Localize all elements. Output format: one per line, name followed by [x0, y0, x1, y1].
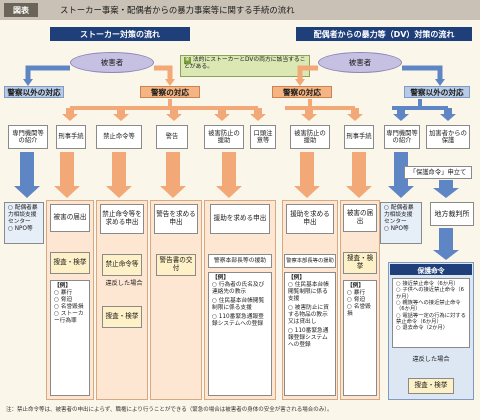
arrow-right-nonpolice	[402, 65, 443, 80]
lr-col2-head: 被害の届出	[343, 204, 377, 232]
right-agency-item-2: ○ NPO等	[384, 225, 409, 232]
lr-col1-sub: 警察本部長等の援助	[284, 254, 336, 268]
lr-col1-item: ○ 110番緊急通報登録システムへの登録	[288, 327, 329, 348]
left-agency-list: ○ 配偶者暴力相談支援センター ○ NPO等	[4, 202, 44, 244]
ll-col4-item: ○ 行為者の氏名及び連絡先の教示	[212, 281, 265, 295]
ll-col1-item: ○ 脅迫	[54, 296, 73, 303]
ll-col1-list-title: 【例】	[54, 283, 72, 289]
section-right-header: 配偶者からの暴力等（DV）対策の流れ	[296, 27, 472, 41]
left-criminal-procedure: 刑事手続	[56, 125, 86, 149]
ll-col3-sub: 警告書の交付	[156, 254, 196, 276]
lr-col2-item: ○ 暴行	[347, 289, 366, 296]
left-police-header: 警察の対応	[140, 86, 200, 98]
right-criminal-procedure: 刑事手続	[344, 125, 374, 149]
figure-title: ストーカー事案・配偶者からの暴力事案等に関する手続の流れ	[60, 5, 295, 15]
left-agency-item-1: ○ 配偶者暴力相談支援センター	[8, 205, 38, 225]
right-nonpolice-header: 警察以外の対応	[404, 86, 470, 98]
lr-col1-list-title: 【例】	[288, 275, 306, 281]
left-agency-referral: 専門機関等の紹介	[8, 125, 48, 149]
ll-col3-head: 警告を求める申出	[154, 204, 198, 234]
ll-col1-sub: 捜査・検挙	[50, 252, 90, 274]
left-assistance: 被害防止の援助	[204, 125, 244, 149]
right-agency-item-1: ○ 配偶者暴力相談支援センター	[384, 205, 414, 225]
ll-col4-list-title: 【例】	[212, 275, 230, 281]
po-item: ○ 接近禁止命令（6か月）	[396, 281, 459, 287]
ll-col4-item: ○ 110番緊急通報登録システムへの登録	[212, 313, 264, 327]
right-agency-list: ○ 配偶者暴力相談支援センター ○ NPO等	[380, 202, 422, 244]
lr-col2-list-title: 【例】	[347, 283, 365, 289]
victim-left: 被害者	[70, 52, 154, 73]
ll-col4-sub: 警察本部長等の援助	[208, 254, 272, 268]
left-prohibition-order: 禁止命令等	[96, 125, 142, 149]
district-court: 地方裁判所	[430, 202, 474, 226]
right-agency-referral: 専門機関等の紹介	[384, 125, 420, 149]
lr-col1-item: ○ 住民基本台帳閲覧制限に係る支援	[288, 281, 329, 302]
arrow-left-nonpolice	[25, 65, 70, 80]
ll-col2-sub2: 捜査・検挙	[102, 306, 142, 328]
ll-col1-list: 【例】 ○ 暴行 ○ 脅迫 ○ 名誉毀損 ○ ストーカー行為罪	[50, 280, 90, 396]
po-item: ○ 退去命令（2か月）	[396, 325, 449, 332]
figure-tag: 図表	[4, 3, 38, 17]
po-item: ○ 子供への接近禁止命令（6か月）	[396, 287, 464, 300]
note-mark: ※	[184, 57, 191, 64]
ll-col1-item: ○ 名誉毀損	[54, 303, 84, 310]
section-left-header: ストーカー対策の流れ	[50, 27, 190, 41]
lr-col3-cond: 違反した場合	[412, 356, 450, 363]
left-agency-item-2: ○ NPO等	[8, 225, 33, 232]
lr-col3-sub: 捜査・検挙	[408, 378, 454, 394]
lr-col1-item: ○ 被害防止に資する物品の教示又は貸出し	[288, 304, 329, 325]
right-protection-from-offender: 加害者からの保護	[426, 125, 470, 149]
center-note: ※法的にストーカーとDVの両方に該当することがある。	[180, 55, 310, 77]
ll-col1-head: 被害の届出	[50, 204, 90, 232]
left-verbal-caution: 口頭注意等	[250, 125, 276, 149]
protection-order-application: 「保護命令」申立て	[404, 166, 472, 179]
lr-col2-item: ○ 名誉毀損	[347, 303, 371, 317]
ll-col2-head: 禁止命令等を求める申出	[100, 204, 144, 234]
po-item: ○ 電話等一定の行為に対する禁止命令（6か月）	[396, 312, 466, 326]
lr-col1-list: 【例】 ○ 住民基本台帳閲覧制限に係る支援 ○ 被害防止に資する物品の教示又は貸…	[284, 272, 336, 396]
ll-col1-item: ○ ストーカー行為罪	[54, 310, 84, 324]
ll-col2-cond: 違反した場合	[105, 280, 143, 287]
ll-col4-item: ○ 住民基本台帳閲覧制限に係る支援	[212, 297, 265, 311]
left-warning: 警告	[156, 125, 188, 149]
note-text: 法的にストーカーとDVの両方に該当することがある。	[184, 57, 306, 70]
protection-order-title: 保護命令	[390, 264, 472, 275]
left-nonpolice-header: 警察以外の対応	[4, 86, 64, 98]
victim-right: 被害者	[318, 52, 402, 73]
arrow-left-police	[154, 65, 173, 80]
lr-col2-sub: 捜査・検挙	[343, 252, 377, 274]
lr-col1-head: 援助を求める申出	[286, 204, 334, 234]
lr-col2-list: 【例】 ○ 暴行 ○ 脅迫 ○ 名誉毀損	[343, 280, 377, 396]
footnote: 注：禁止命令等は、被害者の申出によらず、職権により行うことができる（緊急の場合は…	[6, 407, 333, 413]
protection-order-list: ○ 接近禁止命令（6か月） ○ 子供への接近禁止命令（6か月） ○ 親族等への接…	[392, 278, 470, 348]
ll-col4-head: 援助を求める申出	[210, 204, 270, 234]
ll-col2-sub: 禁止命令等	[102, 254, 142, 276]
right-assistance: 被害防止の援助	[290, 125, 330, 149]
po-item: ○ 親族等への接近禁止命令（6か月）	[396, 300, 461, 313]
lr-col2-item: ○ 脅迫	[347, 296, 366, 303]
ll-col1-item: ○ 暴行	[54, 289, 73, 296]
ll-col4-list: 【例】 ○ 行為者の氏名及び連絡先の教示 ○ 住民基本台帳閲覧制限に係る支援 ○…	[208, 272, 272, 396]
title-bar	[0, 0, 480, 20]
right-police-header: 警察の対応	[272, 86, 332, 98]
